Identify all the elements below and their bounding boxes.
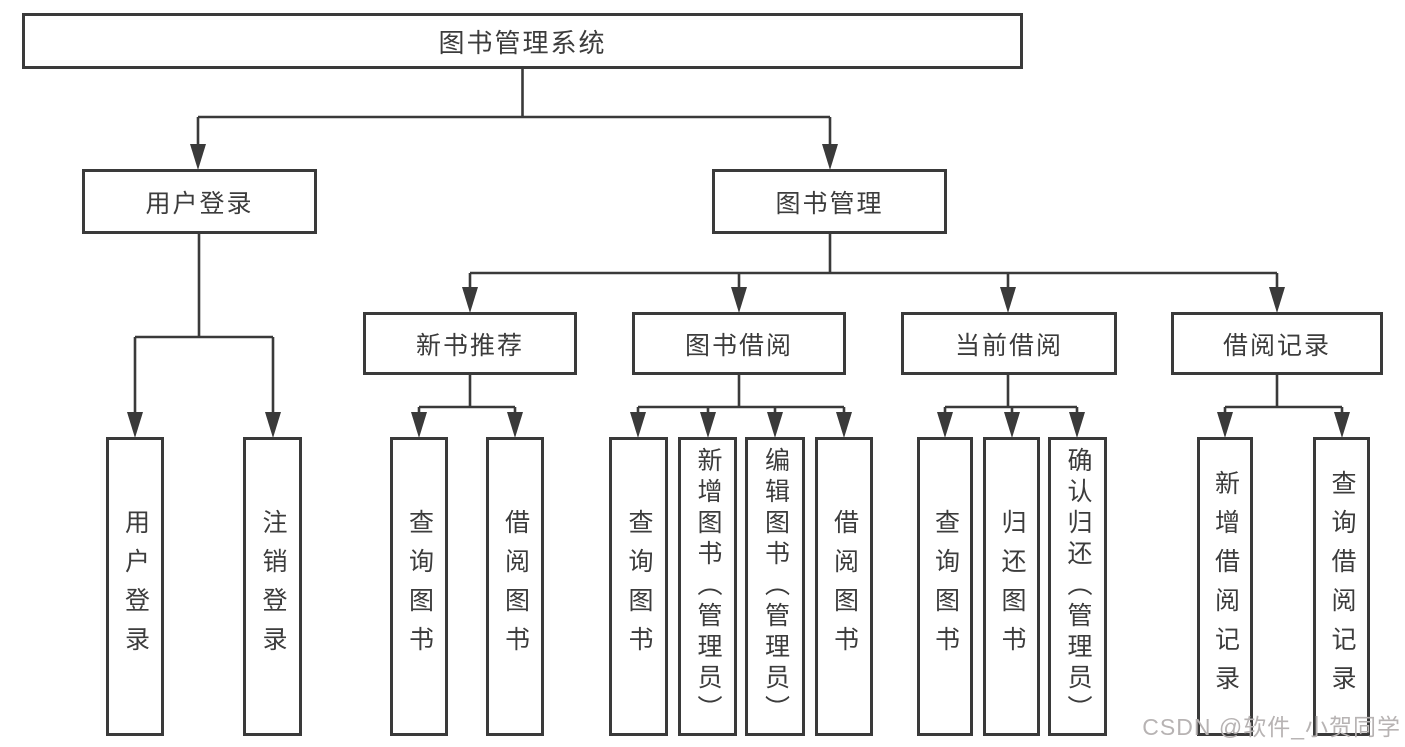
leaf-add-borrow-record: 新增借阅记录 [1197,437,1253,736]
leaf-add-books-admin: 新增图书（管理员） [678,437,737,736]
node-label: 当前借阅 [954,331,1063,360]
leaf-query-books-current: 查询图书 [917,437,973,736]
node-label: 借阅图书 [830,508,859,665]
leaf-query-borrow-record: 查询借阅记录 [1313,437,1370,736]
leaf-edit-books-admin: 编辑图书（管理员） [745,437,805,736]
node-label: 归还图书 [998,508,1026,665]
node-book-management: 图书管理 [712,169,947,234]
node-label: 查询图书 [625,508,653,665]
node-label: 查询图书 [931,508,960,665]
leaf-borrow-books: 借阅图书 [815,437,873,736]
node-new-book-recommend: 新书推荐 [363,312,577,375]
node-label: 新增图书（管理员） [694,447,722,726]
node-user-login: 用户登录 [82,169,317,234]
node-book-borrow: 图书借阅 [632,312,846,375]
node-library-management-system: 图书管理系统 [22,13,1023,69]
node-label: 图书管理 [775,189,884,218]
node-label: 查询借阅记录 [1328,469,1356,704]
node-label: 图书借阅 [684,331,793,360]
node-label: 查询图书 [405,508,434,665]
node-label: 借阅记录 [1222,331,1331,360]
node-borrow-record: 借阅记录 [1171,312,1383,375]
node-label: 用户登录 [121,508,150,665]
leaf-confirm-return-admin: 确认归还（管理员） [1048,437,1107,736]
leaf-return-books: 归还图书 [983,437,1040,736]
csdn-watermark: CSDN @软件_小贺同学 [1142,714,1401,740]
node-label: 注销登录 [259,508,287,665]
leaf-user-login: 用户登录 [106,437,164,736]
node-label: 图书管理系统 [438,27,607,58]
node-current-borrow: 当前借阅 [901,312,1117,375]
node-label: 编辑图书（管理员） [761,447,790,726]
node-label: 确认归还（管理员） [1064,447,1092,726]
node-label: 新书推荐 [415,331,524,360]
node-label: 用户登录 [145,189,254,218]
node-label: 借阅图书 [501,508,530,665]
leaf-borrow-books-recommend: 借阅图书 [486,437,544,736]
node-label: 新增借阅记录 [1211,469,1240,704]
leaf-logout: 注销登录 [243,437,302,736]
leaf-query-books-borrow: 查询图书 [609,437,668,736]
leaf-query-books-recommend: 查询图书 [390,437,448,736]
